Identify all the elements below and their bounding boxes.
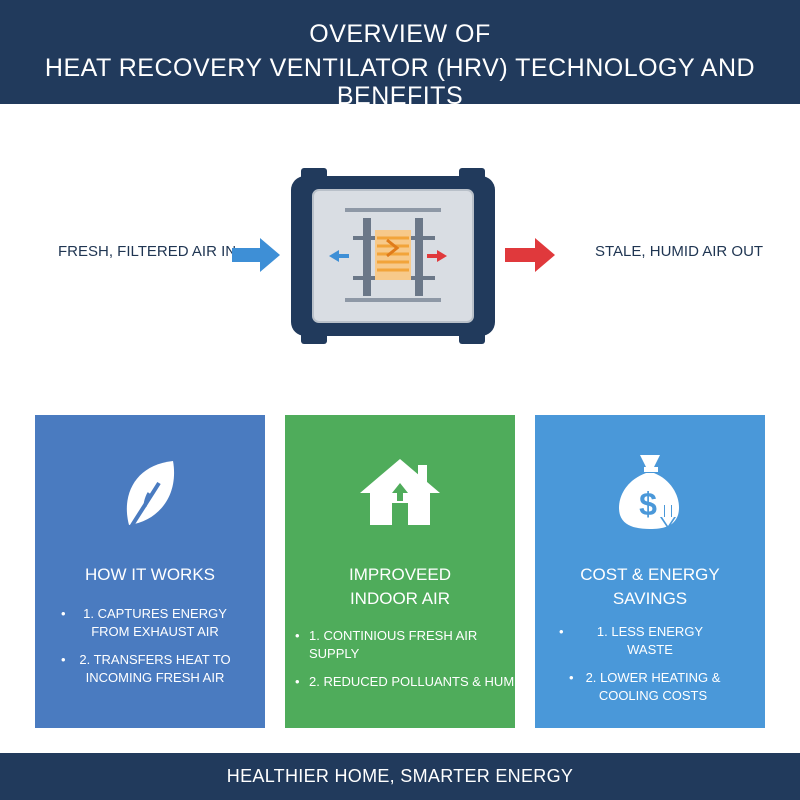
card-how-it-works: HOW IT WORKS •1. CAPTURES ENERGY FROM EX…	[35, 415, 265, 728]
card-list: •1. CONTINIOUS FRESH AIR SUPPLY •2. REDU…	[285, 627, 548, 701]
list-item: •2. TRANSFERS HEAT TO INCOMING FRESH AIR	[61, 652, 231, 685]
list-item: •1. LESS ENERGY WASTE	[559, 624, 704, 657]
house-icon	[285, 455, 515, 529]
leaf-icon	[35, 455, 265, 535]
list-item: •2. REDUCED POLLUANTS & HUMIDITY	[295, 674, 548, 689]
card-title-line1: COST & ENERGY	[580, 565, 720, 584]
outflow-arrow-icon	[505, 238, 555, 272]
header-banner: OVERVIEW OF HEAT RECOVERY VENTILATOR (HR…	[0, 0, 800, 110]
list-item: •1. CAPTURES ENERGY FROM EXHAUST AIR	[61, 606, 227, 639]
svg-text:$: $	[639, 486, 657, 522]
card-list: •1. CAPTURES ENERGY FROM EXHAUST AIR •2.…	[35, 605, 265, 697]
inflow-label: FRESH, FILTERED AIR IN	[58, 243, 237, 260]
card-cost-energy-savings: $ COST & ENERGY SAVINGS •1. LESS ENERGY …	[535, 415, 765, 728]
card-list: •1. LESS ENERGY WASTE •2. LOWER HEATING …	[535, 623, 765, 715]
outflow-label: STALE, HUMID AIR OUT	[595, 243, 764, 260]
inflow-arrow-icon	[232, 238, 280, 272]
page-title-line2: HEAT RECOVERY VENTILATOR (HRV) TECHNOLOG…	[44, 54, 756, 110]
card-title: HOW IT WORKS	[84, 565, 215, 584]
footer-tagline: HEALTHIER HOME, SMARTER ENERGY	[226, 766, 574, 786]
hrv-unit-icon	[291, 168, 495, 344]
list-item: •1. CONTINIOUS FRESH AIR SUPPLY	[295, 628, 478, 661]
list-item: •2. LOWER HEATING & COOLING COSTS	[569, 670, 721, 703]
card-title-line2: SAVINGS	[612, 589, 688, 608]
money-bag-icon: $	[535, 449, 765, 535]
card-improved-indoor-air: IMPROVEED INDOOR AIR •1. CONTINIOUS FRES…	[285, 415, 548, 728]
footer-banner: HEALTHIER HOME, SMARTER ENERGY	[0, 753, 800, 800]
card-title-line1: IMPROVEED	[348, 565, 452, 584]
page-title-line1: OVERVIEW OF	[309, 20, 491, 48]
card-title-line2: INDOOR AIR	[349, 589, 451, 608]
